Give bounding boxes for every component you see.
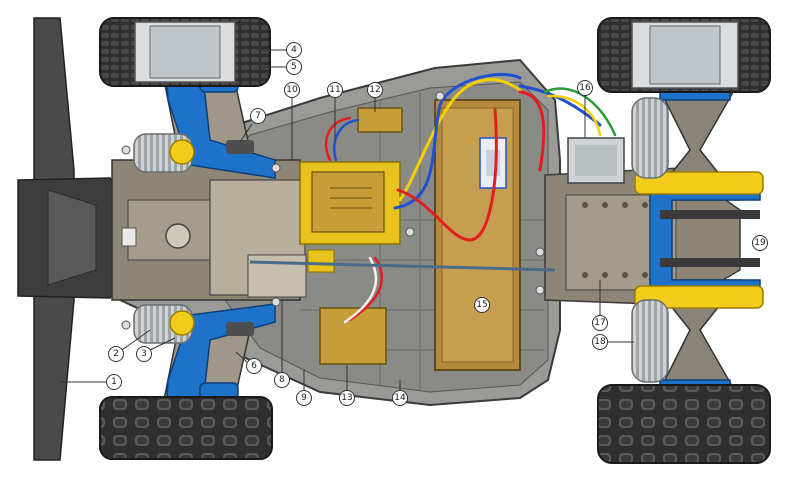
callout-circle [474,297,490,313]
rear-shocks [133,133,195,344]
callout-leader-line [121,329,151,351]
callout-number: 18 [594,337,606,347]
callout-5: 5 [262,59,302,75]
callout-number: 2 [113,349,119,359]
callout-number: 13 [341,393,352,403]
callout-circle [106,374,122,390]
callout-number: 1 [111,377,117,387]
callout-9: 9 [296,370,312,406]
callout-leader-line [235,351,248,363]
callout-circle [752,235,768,251]
callout-number: 4 [291,45,297,55]
callout-circle [367,82,383,98]
callout-13: 13 [339,365,355,406]
callout-number: 17 [594,318,605,328]
rear-driveshafts [226,140,254,336]
front-tires [597,17,771,464]
callout-circle [250,108,266,124]
callout-8: 8 [274,300,290,388]
callout-circle [327,82,343,98]
callout-number: 10 [286,85,298,95]
callout-circle [274,372,290,388]
callout-number: 7 [255,111,261,121]
callout-number: 15 [476,300,487,310]
callout-number: 5 [291,62,297,72]
battery-pack [434,99,521,371]
callout-10: 10 [284,82,300,160]
callout-2: 2 [108,329,151,362]
callout-circle [286,42,302,58]
rear-wing [17,17,123,461]
speed-controller [299,161,401,273]
callout-circle [592,315,608,331]
rear-tires [99,17,273,460]
motor [567,137,625,184]
callout-14: 14 [392,380,408,406]
callout-number: 3 [141,349,147,359]
callout-3: 3 [136,337,176,362]
callout-18: 18 [592,334,634,350]
callout-circle [392,390,408,406]
callout-circle [286,59,302,75]
callout-number: 9 [301,393,307,403]
callout-1: 1 [60,374,122,390]
callout-number: 16 [579,83,591,93]
callout-circle [136,346,152,362]
callout-circle [108,346,124,362]
callout-number: 19 [754,238,766,248]
rear-gearbox [111,159,307,301]
callout-circle [592,334,608,350]
callout-leader-line [239,123,253,143]
callout-19: 19 [752,235,768,251]
front-springs [631,97,669,383]
callout-number: 12 [369,85,380,95]
callout-15: 15 [474,297,490,313]
callout-11: 11 [327,82,343,140]
callout-4: 4 [262,42,302,58]
callout-7: 7 [239,108,266,143]
callout-leader-line [149,337,176,351]
callout-circle [284,82,300,98]
callout-12: 12 [367,82,383,112]
callout-number: 6 [251,361,257,371]
callout-16: 16 [577,80,593,138]
chassis-screws [121,91,545,330]
front-steering-arms [634,171,764,309]
callout-circle [246,358,262,374]
callout-circle [339,390,355,406]
callout-circle [577,80,593,96]
callout-17: 17 [592,280,608,331]
callout-number: 11 [329,85,340,95]
callout-circle [296,390,312,406]
connector-plug [479,137,507,189]
callout-number: 8 [279,375,285,385]
steering-rod [249,260,556,272]
callout-number: 14 [394,393,406,403]
callout-6: 6 [235,351,262,374]
servo [357,107,403,133]
